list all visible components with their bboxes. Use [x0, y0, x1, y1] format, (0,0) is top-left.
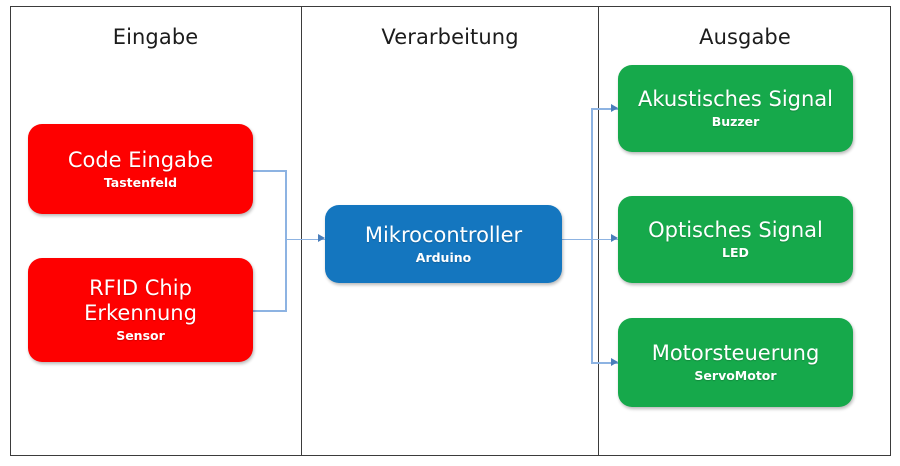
- connector-bus-to-motorsteuerung: [591, 362, 618, 364]
- node-motorsteuerung[interactable]: Motorsteuerung ServoMotor: [618, 318, 853, 407]
- node-code-eingabe-subtitle: Tastenfeld: [103, 174, 178, 190]
- node-motorsteuerung-title: Motorsteuerung: [651, 341, 820, 365]
- column-divider-left: [301, 6, 302, 456]
- column-divider-right: [598, 6, 599, 456]
- column-heading-verarbeitung: Verarbeitung: [381, 25, 519, 49]
- connector-bus-to-akustisches-signal: [591, 108, 618, 110]
- column-heading-ausgabe: Ausgabe: [699, 25, 791, 49]
- node-akustisches-signal[interactable]: Akustisches Signal Buzzer: [618, 65, 853, 152]
- node-rfid-chip-erkennung-subtitle: Sensor: [116, 328, 165, 343]
- connector-mikrocontroller-out: [562, 238, 593, 241]
- arrowhead-into-optisches-signal: [611, 234, 618, 242]
- node-optisches-signal-title: Optisches Signal: [648, 218, 823, 242]
- node-code-eingabe[interactable]: Code Eingabe Tastenfeld: [28, 124, 253, 214]
- connector-bus-to-optisches-signal: [591, 238, 618, 241]
- arrowhead-into-motorsteuerung: [611, 357, 618, 366]
- node-rfid-chip-erkennung[interactable]: RFID Chip Erkennung Sensor: [28, 258, 253, 362]
- column-heading-eingabe: Eingabe: [112, 25, 199, 49]
- node-akustisches-signal-title: Akustisches Signal: [637, 87, 834, 111]
- node-rfid-chip-erkennung-title: RFID Chip Erkennung: [84, 276, 197, 325]
- node-code-eingabe-title: Code Eingabe: [67, 147, 214, 172]
- node-mikrocontroller-subtitle: Arduino: [415, 249, 472, 265]
- connector-rfid-to-bus: [253, 310, 287, 312]
- connector-code-to-bus: [253, 170, 287, 172]
- connector-input-bus: [285, 170, 287, 311]
- arrowhead-into-akustisches-signal: [611, 103, 618, 112]
- arrowhead-into-mikrocontroller: [318, 234, 325, 242]
- node-optisches-signal[interactable]: Optisches Signal LED: [618, 196, 853, 283]
- node-akustisches-signal-subtitle: Buzzer: [711, 114, 760, 129]
- node-mikrocontroller-title: Mikrocontroller: [364, 222, 523, 247]
- node-motorsteuerung-subtitle: ServoMotor: [694, 368, 777, 383]
- node-mikrocontroller[interactable]: Mikrocontroller Arduino: [325, 205, 562, 283]
- connector-output-bus: [591, 108, 593, 363]
- node-optisches-signal-subtitle: LED: [722, 245, 749, 260]
- connector-bus-to-mikrocontroller: [285, 238, 325, 241]
